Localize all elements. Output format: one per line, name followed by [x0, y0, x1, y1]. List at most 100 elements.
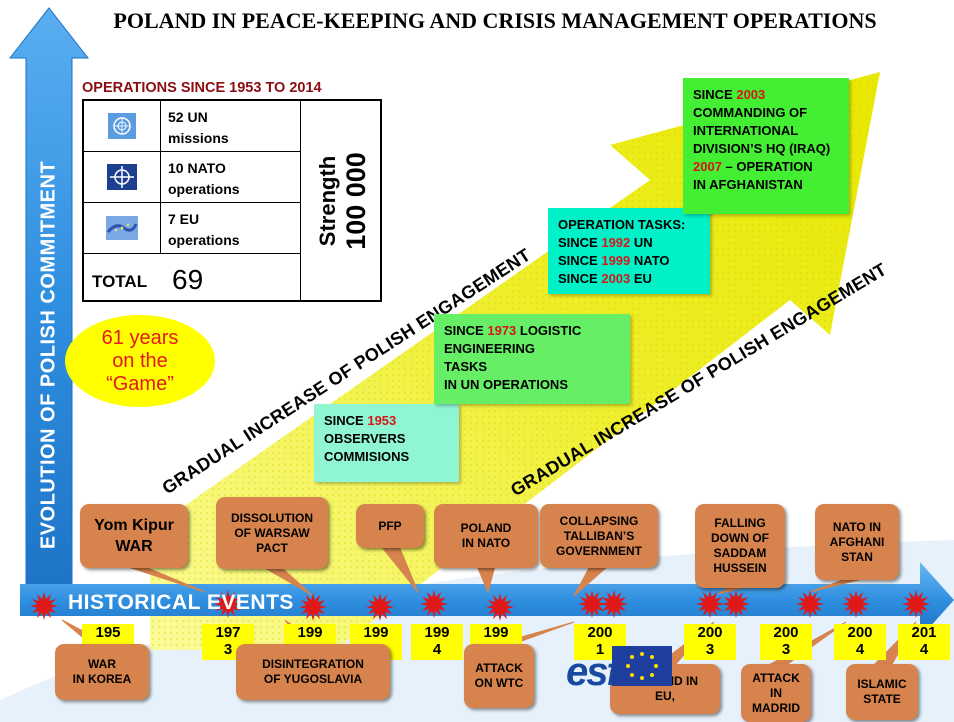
event-callout: Yom Kipur WAR: [80, 504, 188, 568]
ops-nato-count: 10 NATO: [168, 160, 226, 176]
ops-eu-count: 7 EU: [168, 211, 200, 227]
callout-pointer: [379, 545, 419, 593]
event-callout: FALLING DOWN OF SADDAM HUSSEIN: [695, 504, 785, 588]
ops-un-type: missions: [168, 130, 229, 146]
ops-row-eu: 7 EU operations: [84, 203, 300, 254]
callout-pointer: [809, 577, 867, 593]
ops-label-eu: 7 EU operations: [168, 209, 240, 251]
stage-2003-pre: SINCE: [693, 87, 737, 102]
callout-pointer: [476, 565, 496, 594]
years-bubble-line1: 61 years: [101, 326, 179, 349]
event-callout-text: WAR IN KOREA: [72, 657, 132, 686]
task-eu-org: EU: [630, 271, 652, 286]
event-callout-text: Yom Kipur WAR: [94, 517, 174, 555]
operation-tasks-heading: OPERATION TASKS:: [558, 217, 686, 232]
event-burst-icon: [486, 593, 514, 621]
stage-2007-year: 2007: [693, 159, 722, 174]
event-callout: DISSOLUTION OF WARSAW PACT: [216, 497, 328, 569]
event-burst-icon: [842, 590, 870, 618]
event-callout: PFP: [356, 504, 424, 548]
year-box: 200 4: [834, 624, 886, 660]
stage-1953-text: OBSERVERS COMMISIONS: [324, 431, 410, 464]
event-callout-text: ATTACK IN MADRID: [752, 670, 800, 715]
page-title: POLAND IN PEACE-KEEPING AND CRISIS MANAG…: [113, 8, 877, 33]
stage-1973-year: 1973: [487, 323, 517, 338]
event-callout-text: COLLAPSING TALLIBAN’S GOVERNMENT: [555, 513, 642, 558]
ops-icon-cell: [84, 101, 161, 151]
task-un-pre: SINCE: [558, 235, 602, 250]
task-un-org: UN: [630, 235, 653, 250]
event-callout: NATO IN AFGHANI STAN: [815, 504, 899, 580]
event-burst-icon: [578, 590, 606, 618]
event-burst-icon: [299, 593, 327, 621]
task-eu-year: 2003: [601, 271, 631, 286]
stage-2003-text: COMMANDING OF INTERNATIONAL DIVISION’S H…: [693, 105, 831, 156]
stage-1973-pre: SINCE: [444, 323, 488, 338]
stage-1973-box: SINCE 1973 LOGISTIC ENGINEERING TASKS IN…: [434, 314, 630, 404]
event-burst-icon: [722, 590, 750, 618]
event-burst-icon: [902, 590, 930, 618]
callout-pointer: [124, 565, 206, 593]
stage-1953-year: 1953: [367, 413, 397, 428]
year-box: 200 3: [760, 624, 812, 660]
years-bubble-line2: on the: [112, 349, 168, 372]
years-bubble: 61 years on the “Game”: [65, 315, 215, 407]
year-box: 199 4: [411, 624, 463, 660]
event-callout-text: PFP: [378, 518, 402, 533]
year-box: 200 3: [684, 624, 736, 660]
ops-un-count: 52 UN: [168, 109, 208, 125]
event-bursts: [30, 590, 930, 621]
operations-table: 52 UN missions 10 NATO operations: [82, 99, 382, 302]
stage-2007-text: – OPERATION IN AFGHANISTAN: [693, 159, 813, 192]
event-callout-text: DISSOLUTION OF WARSAW PACT: [230, 510, 313, 555]
event-callout: DISINTEGRATION OF YUGOSLAVIA: [236, 644, 390, 700]
operations-title: OPERATIONS SINCE 1953 TO 2014: [82, 80, 322, 96]
stage-2003-year: 2003: [736, 87, 766, 102]
callout-pointer: [573, 565, 610, 597]
event-burst-icon: [696, 590, 724, 618]
task-nato-pre: SINCE: [558, 253, 602, 268]
task-un-year: 1992: [601, 235, 631, 250]
event-burst-icon: [600, 590, 628, 618]
event-callout-text: DISINTEGRATION OF YUGOSLAVIA: [262, 657, 364, 686]
task-nato-year: 1999: [601, 253, 631, 268]
total-label: TOTAL: [92, 272, 148, 291]
event-callout: WAR IN KOREA: [55, 644, 149, 700]
ops-icon-cell: [84, 152, 161, 202]
event-callout-text: NATO IN AFGHANI STAN: [829, 519, 885, 564]
event-callout-text: FALLING DOWN OF SADDAM HUSSEIN: [711, 516, 769, 575]
event-callout-text: ATTACK ON WTC: [474, 661, 524, 690]
event-callout-text: ISLAMIC STATE: [857, 677, 907, 706]
ops-label-un: 52 UN missions: [168, 107, 229, 149]
ops-eu-type: operations: [168, 232, 240, 248]
total-value: 69: [172, 264, 204, 295]
operation-tasks-box: OPERATION TASKS: SINCE 1992 UN SINCE 199…: [548, 208, 710, 294]
strength-cell: Strength 100 000: [300, 101, 383, 300]
ops-icon-cell: [84, 203, 161, 253]
stage-1953-box: SINCE 1953 OBSERVERS COMMISIONS: [314, 404, 459, 482]
timeline-arrow: [20, 562, 954, 638]
event-burst-icon: [214, 590, 242, 618]
timeline-label: HISTORICAL EVENTS: [68, 591, 294, 614]
ops-label-nato: 10 NATO operations: [168, 158, 240, 200]
event-callout-text: POLAND IN NATO: [460, 521, 512, 550]
task-line-eu: SINCE 2003 EU: [558, 270, 700, 288]
esf-logo: esf: [566, 650, 620, 694]
ops-row-un: 52 UN missions: [84, 101, 300, 152]
eu-flag-icon: [106, 216, 138, 240]
event-callout: POLAND IN NATO: [434, 504, 538, 568]
ops-nato-type: operations: [168, 181, 240, 197]
stage-1973-text: LOGISTIC ENGINEERING TASKS IN UN OPERATI…: [444, 323, 582, 392]
ops-row-total: TOTAL 69: [84, 254, 300, 300]
stage-1953-pre: SINCE: [324, 413, 368, 428]
eu-flag-logo: [612, 646, 672, 686]
nato-compass-icon: [107, 164, 137, 190]
event-burst-icon: [796, 590, 824, 618]
event-callout: ATTACK IN MADRID: [741, 664, 811, 722]
stage-2003-box: SINCE 2003 COMMANDING OF INTERNATIONAL D…: [683, 78, 849, 214]
task-nato-org: NATO: [630, 253, 670, 268]
years-bubble-line3: “Game”: [106, 372, 174, 395]
event-burst-icon: [420, 590, 448, 618]
un-emblem-icon: [108, 113, 136, 139]
